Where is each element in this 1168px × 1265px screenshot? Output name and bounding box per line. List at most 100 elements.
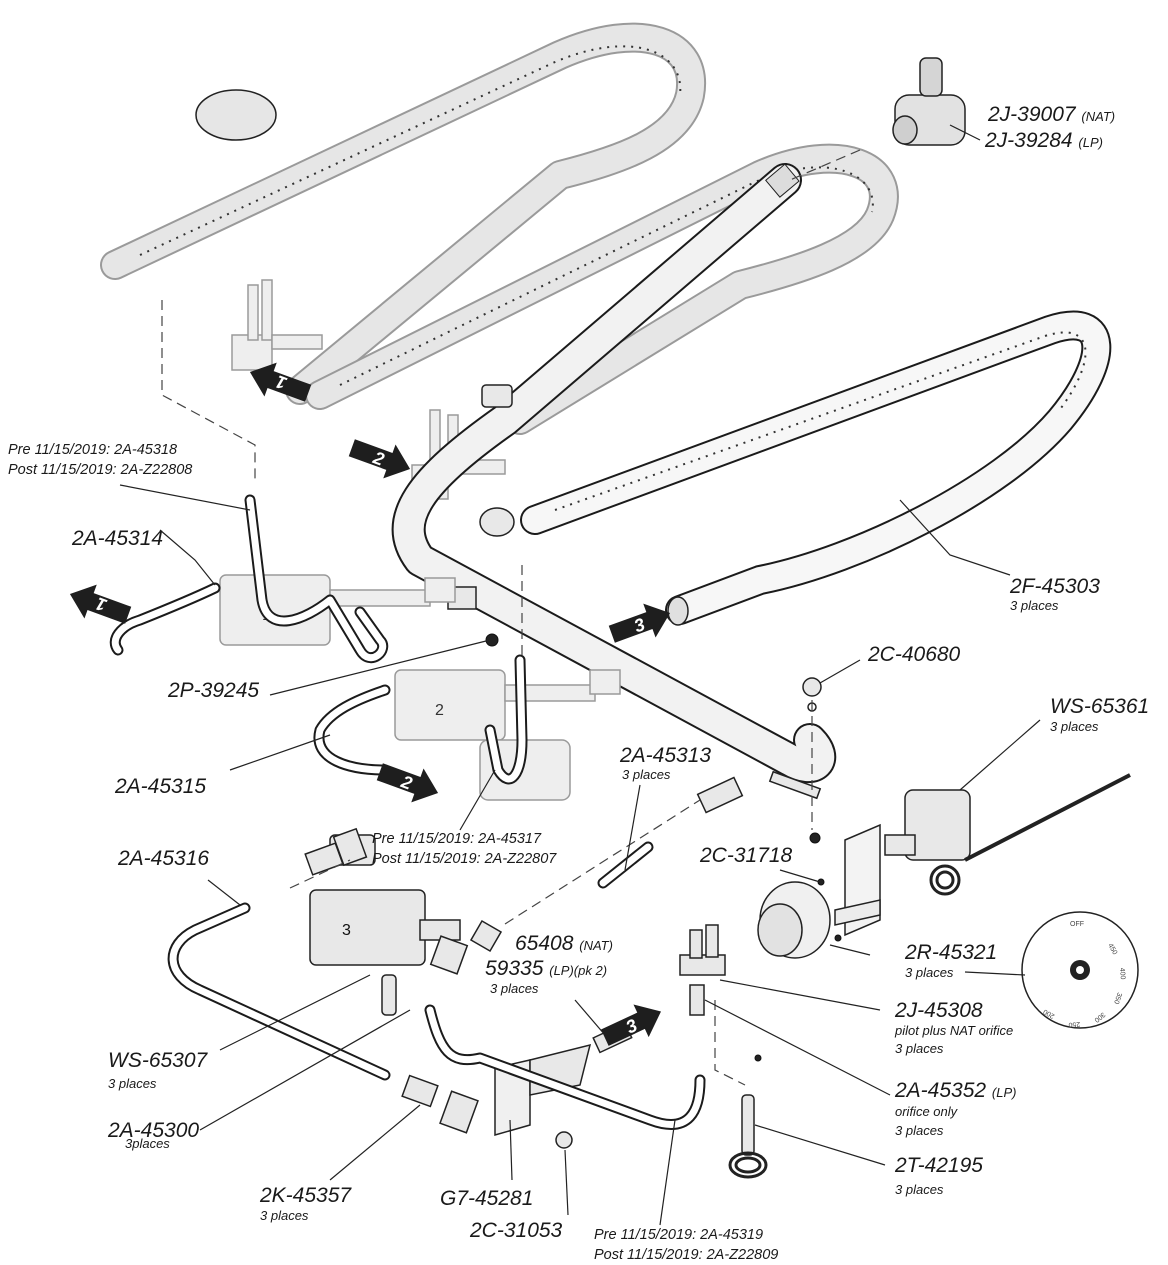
label-2A-45352-qty: 3 places (895, 1123, 944, 1138)
flow-arrow-2-upper: 2 (348, 439, 411, 479)
dial-tick-250: 250 (1068, 1020, 1080, 1028)
gas-tube-45317 (484, 654, 528, 785)
gas-tube-45315 (313, 684, 391, 776)
ignitor-bracket-1 (231, 279, 323, 371)
compression-fitting-lower (401, 1074, 439, 1108)
leader-2J-45308 (719, 979, 881, 1011)
label-2K-45357-qty: 3 places (260, 1208, 309, 1223)
leader-59335 (574, 999, 606, 1036)
label-2C-40680: 2C-40680 (868, 643, 961, 666)
label-59335-qty: 3 places (490, 981, 539, 996)
leader-2F-45303 (899, 499, 1011, 576)
leader-2A-45300 (199, 1009, 411, 1131)
gas-tube-45314 (109, 582, 221, 656)
label-2C-31053: 2C-31053 (470, 1219, 563, 1242)
gas-tube-45318 (244, 494, 388, 663)
label-2A-45313-qty: 3 places (622, 767, 671, 782)
assembly-path-1 (161, 300, 256, 480)
pilot-assembly (679, 924, 726, 1016)
label-post-2A-Z22807: Post 11/15/2019: 2A-Z22807 (372, 851, 557, 867)
gas-tube-45316 (167, 902, 391, 1081)
label-2J-45308: 2J-45308 (895, 999, 983, 1022)
leader-2K-45357 (329, 1104, 421, 1181)
leader-2R-45321-dial (964, 971, 1026, 976)
leader-2T-42195 (754, 1124, 886, 1166)
gas-valve-2: 2 (394, 669, 621, 801)
mount-screw (809, 832, 821, 844)
inlet-fitting (696, 776, 744, 814)
pipe-elbow (481, 384, 513, 408)
label-2P-39245: 2P-39245 (168, 679, 260, 702)
leader-2C-40680 (819, 659, 861, 684)
leader-2J-39007 (949, 124, 981, 141)
leader-2A-45317 (459, 769, 496, 831)
label-2F-45303: 2F-45303 (1010, 575, 1100, 598)
leader-2A-45352 (704, 999, 891, 1096)
dial-tick-400: 400 (1118, 968, 1126, 980)
label-2A-45352: 2A-45352 (LP) (895, 1079, 1017, 1102)
assembly-path-7 (714, 1000, 746, 1086)
label-2A-45314: 2A-45314 (72, 527, 164, 550)
dial-off-label: OFF (1070, 921, 1084, 928)
elbow-fitting-upper (332, 827, 368, 867)
assembly-path-3 (789, 149, 861, 181)
label-2J-39007: 2J-39007 (NAT) (988, 103, 1116, 126)
thermostat-control (884, 773, 1131, 896)
label-59335: 59335 (LP)(pk 2) (485, 957, 608, 980)
flow-arrow-1-upper: 1 (249, 362, 312, 402)
union-fitting (381, 974, 397, 1016)
gas-tube-45319 (424, 1004, 706, 1130)
pilot-screw (754, 1054, 762, 1062)
flow-arrow-3-upper: 3 (608, 603, 671, 643)
valve-2-number: 2 (435, 702, 444, 719)
elbow-fitting (439, 1090, 479, 1134)
gas-regulator (195, 57, 966, 146)
label-WS-65307: WS-65307 (108, 1049, 208, 1072)
dial-tick-450: 450 (1106, 943, 1118, 957)
leader-G7-45281 (509, 1119, 513, 1181)
label-2A-45316: 2A-45316 (118, 847, 210, 870)
label-2A-45300: 2A-45300 (108, 1119, 200, 1142)
leader-2A-45316 (207, 879, 241, 906)
leader-2A-45314 (159, 529, 216, 586)
label-WS-65361-qty: 3 places (1050, 719, 1099, 734)
label-pre-2A-45319: Pre 11/15/2019: 2A-45319 (594, 1227, 764, 1243)
gas-valve-1: 1 (219, 574, 456, 646)
plug-screw (485, 633, 499, 647)
temperature-dial: OFF 450 400 350 300 250 200 (1021, 911, 1139, 1029)
mounting-bracket (834, 823, 881, 937)
label-65408: 65408 (NAT) (515, 932, 613, 955)
label-2C-31718: 2C-31718 (700, 844, 793, 867)
label-2R-45321-qty: 3 places (905, 965, 954, 980)
label-pre-2A-45317: Pre 11/15/2019: 2A-45317 (372, 831, 542, 847)
dial-tick-350: 350 (1112, 991, 1123, 1004)
knob-screw (834, 934, 842, 942)
valve-3-number: 3 (342, 922, 351, 939)
pipe-coupling (479, 507, 515, 537)
burner-tube-1 (100, 22, 707, 405)
label-2J-45308-qty: 3 places (895, 1041, 944, 1056)
assembly-path-5 (289, 859, 351, 889)
flow-arrow-1-lower: 1 (69, 584, 132, 624)
label-WS-65361: WS-65361 (1050, 695, 1150, 718)
leader-WS-65361 (959, 719, 1041, 791)
leader-2A-45319 (659, 1119, 676, 1226)
bracket-nut (555, 1131, 573, 1149)
gas-manifold-pipe (391, 163, 837, 800)
label-G7-45281: G7-45281 (440, 1187, 534, 1210)
leader-2A-45313 (624, 784, 641, 871)
burner-tube-3 (520, 310, 1112, 626)
label-2T-42195: 2T-42195 (895, 1154, 983, 1177)
leader-2P-39245 (269, 639, 491, 696)
hex-nut (802, 677, 822, 697)
flow-arrow-2-lower: 2 (376, 763, 439, 803)
label-2A-45315: 2A-45315 (115, 775, 207, 798)
label-post-2A-Z22808: Post 11/15/2019: 2A-Z22808 (8, 462, 193, 478)
leader-2A-45318 (119, 484, 251, 511)
leader-2C-31718 (779, 869, 821, 883)
label-2F-45303-qty: 3 places (1010, 598, 1059, 613)
dial-tick-200: 200 (1042, 1007, 1056, 1019)
label-2K-45357: 2K-45357 (260, 1184, 352, 1207)
label-2A-45300-qty: 3places (125, 1136, 170, 1151)
